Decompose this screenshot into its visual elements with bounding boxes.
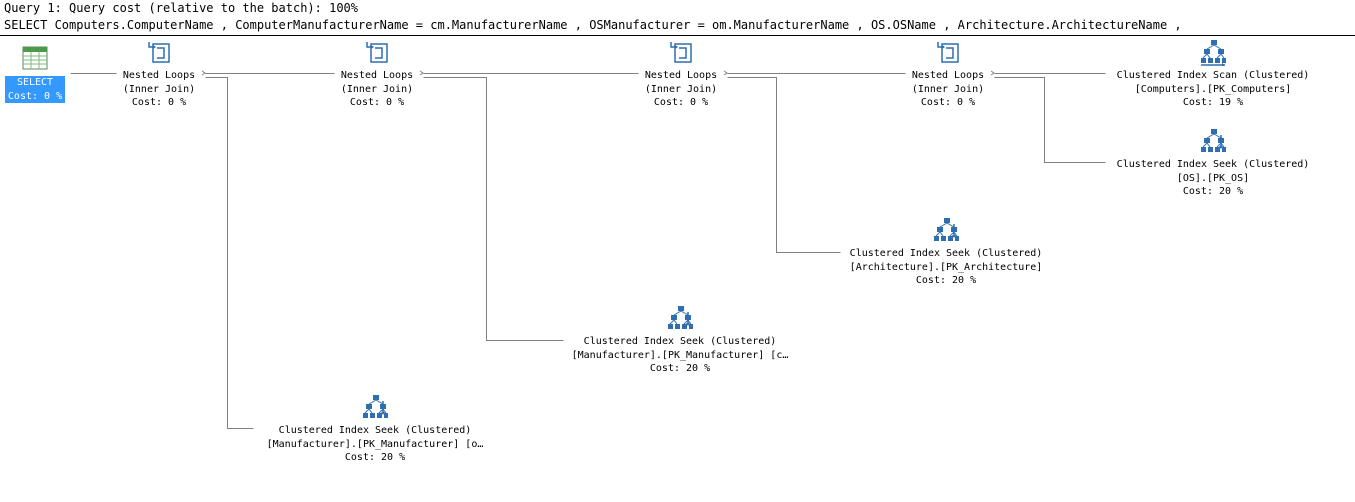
seek-manufacturer-cm-title: Clustered Index Seek (Clustered) <box>583 336 777 347</box>
plan-node-nested-loops-4[interactable]: Nested Loops (Inner Join) Cost: 0 % <box>902 38 994 110</box>
plan-node-clustered-index-scan-computers[interactable]: Clustered Index Scan (Clustered) [Comput… <box>1103 38 1323 110</box>
nested-loops-icon <box>937 42 959 63</box>
nested-loops-icon <box>670 42 692 63</box>
nested-loops-2-title: Nested Loops <box>340 70 414 81</box>
header-divider <box>0 35 1355 36</box>
plan-node-clustered-index-seek-manufacturer-om[interactable]: Clustered Index Seek (Clustered) [Manufa… <box>255 393 495 465</box>
seek-manufacturer-cm-cost: Cost: 20 % <box>649 363 711 374</box>
select-result-icon <box>22 46 48 70</box>
seek-architecture-title: Clustered Index Seek (Clustered) <box>849 248 1043 259</box>
seek-manufacturer-om-cost: Cost: 20 % <box>344 452 406 463</box>
plan-node-nested-loops-2[interactable]: Nested Loops (Inner Join) Cost: 0 % <box>331 38 423 110</box>
nested-loops-3-title: Nested Loops <box>644 70 718 81</box>
nested-loops-2-cost: Cost: 0 % <box>349 97 405 108</box>
seek-os-title: Clustered Index Seek (Clustered) <box>1116 159 1310 170</box>
seek-os-object: [OS].[PK_OS] <box>1176 172 1250 184</box>
clustered-index-seek-icon <box>934 218 959 241</box>
nested-loops-3-cost: Cost: 0 % <box>653 97 709 108</box>
nested-loops-1-cost: Cost: 0 % <box>131 97 187 108</box>
nested-loops-4-cost: Cost: 0 % <box>920 97 976 108</box>
select-node-cost: Cost: 0 % <box>7 90 63 102</box>
plan-node-clustered-index-seek-manufacturer-cm[interactable]: Clustered Index Seek (Clustered) [Manufa… <box>560 304 800 376</box>
scan-computers-cost: Cost: 19 % <box>1182 97 1244 108</box>
nested-loops-1-join: (Inner Join) <box>122 83 196 95</box>
edge-nl2-seek-cm <box>423 77 564 341</box>
nested-loops-icon <box>366 42 388 63</box>
edge-nl1-seek-om <box>205 77 254 429</box>
plan-node-nested-loops-3[interactable]: Nested Loops (Inner Join) Cost: 0 % <box>635 38 727 110</box>
plan-node-clustered-index-seek-architecture[interactable]: Clustered Index Seek (Clustered) [Archit… <box>836 216 1056 288</box>
clustered-index-seek-icon <box>363 395 388 418</box>
nested-loops-4-title: Nested Loops <box>911 70 985 81</box>
clustered-index-scan-icon <box>1201 40 1226 66</box>
nested-loops-icon <box>148 42 170 63</box>
seek-manufacturer-cm-object: [Manufacturer].[PK_Manufacturer] [c… <box>571 349 789 361</box>
seek-manufacturer-om-title: Clustered Index Seek (Clustered) <box>278 425 472 436</box>
seek-architecture-object: [Architecture].[PK_Architecture] <box>849 261 1043 273</box>
scan-computers-title: Clustered Index Scan (Clustered) <box>1116 70 1310 81</box>
plan-node-nested-loops-1[interactable]: Nested Loops (Inner Join) Cost: 0 % <box>113 38 205 110</box>
seek-os-cost: Cost: 20 % <box>1182 186 1244 197</box>
nested-loops-1-title: Nested Loops <box>122 70 196 81</box>
scan-computers-object: [Computers].[PK_Computers] <box>1134 83 1292 95</box>
select-node-label: SELECT Cost: 0 % <box>4 76 66 103</box>
plan-node-select[interactable]: SELECT Cost: 0 % <box>0 44 70 103</box>
nested-loops-3-join: (Inner Join) <box>644 83 718 95</box>
clustered-index-seek-icon <box>668 306 693 329</box>
select-node-name: SELECT <box>16 77 54 88</box>
edge-nl4-seek-os <box>994 77 1106 163</box>
plan-node-clustered-index-seek-os[interactable]: Clustered Index Seek (Clustered) [OS].[P… <box>1103 127 1323 199</box>
edge-nl3-seek-arch <box>727 77 841 253</box>
nested-loops-2-join: (Inner Join) <box>340 83 414 95</box>
seek-architecture-cost: Cost: 20 % <box>915 275 977 286</box>
query-cost-header: Query 1: Query cost (relative to the bat… <box>4 1 359 15</box>
sql-statement-text: SELECT Computers.ComputerName , Computer… <box>4 18 1189 32</box>
seek-manufacturer-om-object: [Manufacturer].[PK_Manufacturer] [o… <box>266 438 484 450</box>
nested-loops-4-join: (Inner Join) <box>911 83 985 95</box>
clustered-index-seek-icon <box>1201 129 1226 152</box>
